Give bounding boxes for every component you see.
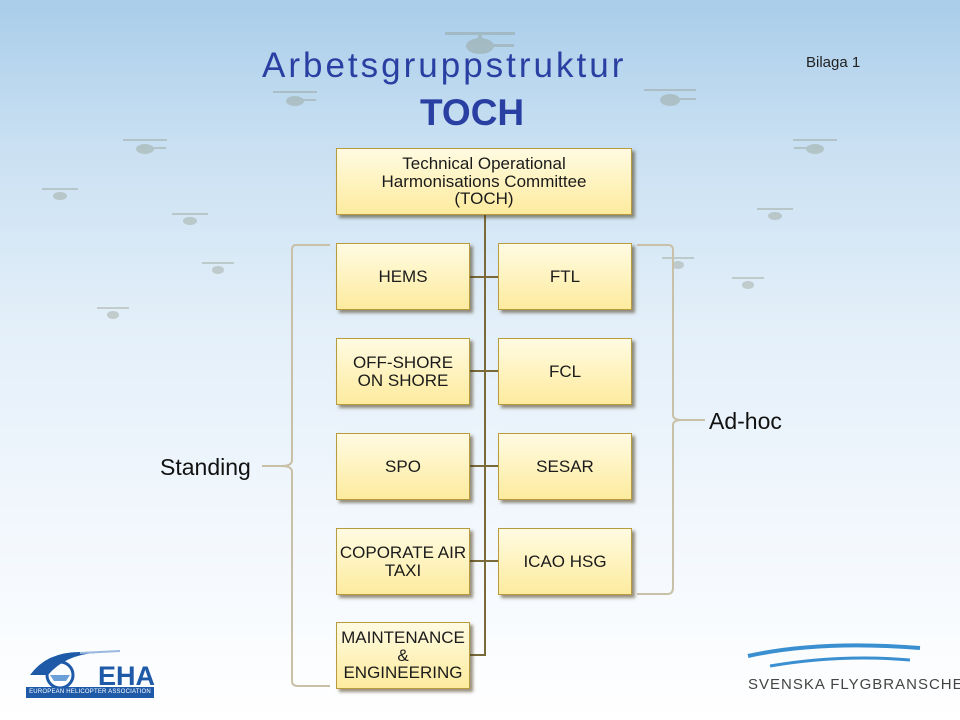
offshore-box-label: OFF-SHORE ON SHORE	[352, 352, 454, 390]
spo-box-label: SPO	[385, 456, 421, 476]
helicopter-silhouette-icon	[42, 188, 78, 200]
helicopter-silhouette-icon	[172, 213, 208, 225]
coporate-air-taxi-box-label: COPORATE AIR TAXI	[339, 542, 467, 580]
adhoc-label: Ad-hoc	[709, 408, 782, 434]
helicopter-silhouette-icon	[273, 91, 317, 106]
helicopter-silhouette-icon	[123, 139, 167, 154]
ftl-box-label: FTL	[549, 266, 581, 286]
toch-box-label: Technical Operational Harmonisations Com…	[381, 153, 587, 209]
ftl-box: FTL	[498, 243, 632, 310]
svenska-flygbranschen-logo-icon	[747, 643, 921, 668]
sesar-box: SESAR	[498, 433, 632, 500]
helicopter-silhouette-icon	[793, 139, 837, 154]
hems-box-label: HEMS	[378, 266, 428, 286]
helicopter-silhouette-icon	[202, 262, 234, 274]
standing-bracket	[281, 244, 330, 687]
adhoc-bracket	[637, 244, 683, 595]
annex-label: Bilaga 1	[806, 54, 861, 71]
icao-hsg-box-label: ICAO HSG	[523, 551, 607, 571]
maintenance-engineering-box: MAINTENANCE & ENGINEERING	[336, 622, 470, 689]
spo-box: SPO	[336, 433, 470, 500]
eha-band-text: EUROPEAN HELICOPTER ASSOCIATION	[26, 687, 154, 698]
coporate-air-taxi-box: COPORATE AIR TAXI	[336, 528, 470, 595]
svenska-flygbranschen-text: SVENSKA FLYGBRANSCHEN	[748, 676, 960, 693]
fcl-box-label: FCL	[548, 361, 582, 381]
offshore-box: OFF-SHORE ON SHORE	[336, 338, 470, 405]
fcl-box: FCL	[498, 338, 632, 405]
helicopter-silhouette-icon	[97, 307, 129, 319]
toch-box: Technical Operational Harmonisations Com…	[336, 148, 632, 215]
hems-box: HEMS	[336, 243, 470, 310]
helicopter-silhouette-icon	[662, 257, 694, 269]
sesar-box-label: SESAR	[536, 456, 594, 476]
helicopter-silhouette-icon	[644, 89, 696, 106]
helicopter-silhouette-icon	[757, 208, 793, 220]
helicopter-silhouette-icon	[445, 32, 515, 54]
icao-hsg-box: ICAO HSG	[498, 528, 632, 595]
helicopter-silhouette-icon	[732, 277, 764, 289]
page-subtitle: TOCH	[420, 92, 525, 133]
maintenance-engineering-box-label: MAINTENANCE & ENGINEERING	[341, 627, 465, 683]
eha-logo-text: EHA	[98, 661, 156, 691]
page-title: Arbetsgruppstruktur	[262, 46, 627, 85]
standing-label: Standing	[160, 454, 251, 480]
